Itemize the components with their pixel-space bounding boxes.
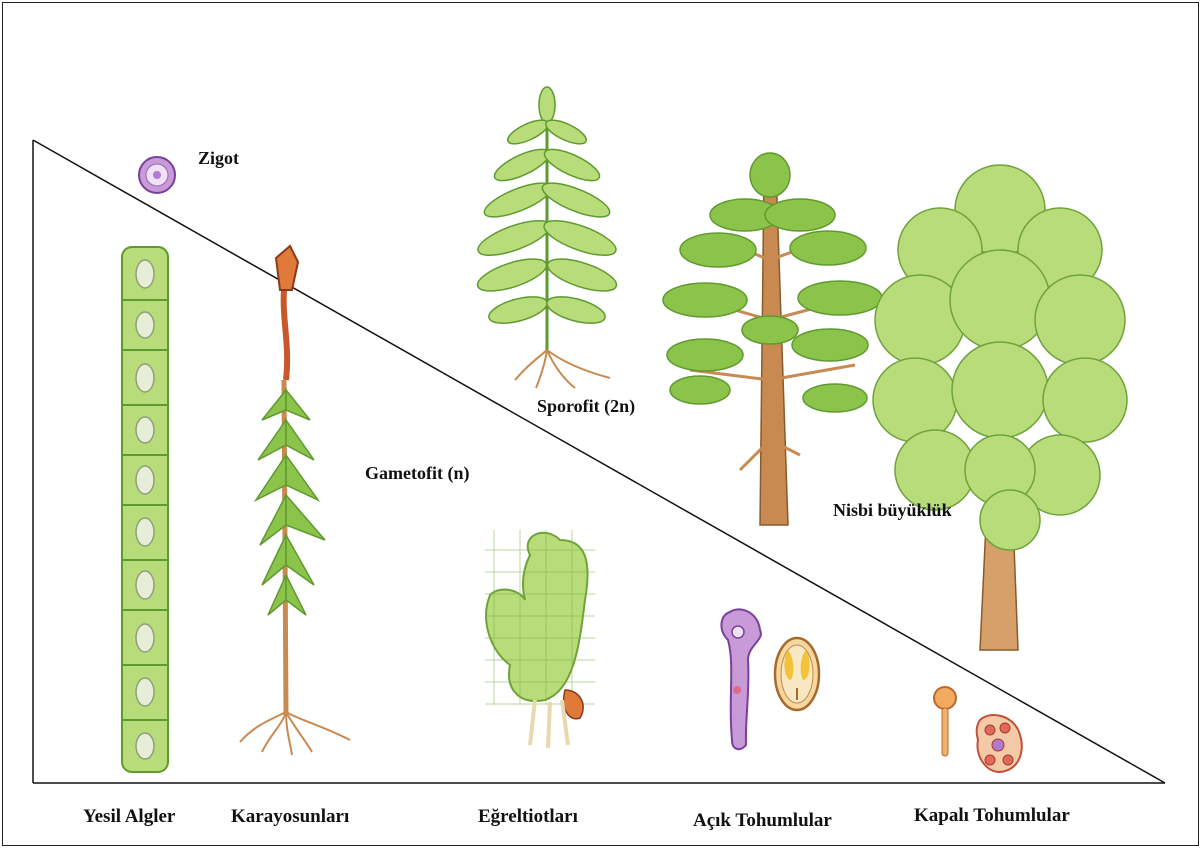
gametophyte-label: Gametofit (n) (365, 463, 469, 484)
sporophyte-label: Sporofit (2n) (537, 396, 635, 417)
green-algae-illustration (122, 247, 168, 772)
fern-gametophyte-illustration (485, 530, 595, 748)
gymnosperm-gametophyte-illustration (721, 609, 819, 749)
taxon-label-green-algae: Yesil Algler (83, 806, 175, 828)
zygote-label: Zigot (198, 148, 239, 169)
zygote-illustration (139, 157, 175, 193)
broadleaf-tree-illustration (873, 165, 1127, 650)
pine-tree-illustration (663, 153, 882, 525)
angiosperm-gametophyte-illustration (934, 687, 1022, 772)
taxon-label-mosses: Karayosunları (231, 806, 349, 828)
taxon-label-ferns: Eğreltiotları (478, 806, 578, 828)
taxon-label-angiosperms: Kapalı Tohumlular (914, 805, 1070, 827)
moss-illustration (240, 246, 350, 755)
relative-size-label: Nisbi büyüklük (833, 500, 952, 521)
fern-sporophyte-illustration (474, 87, 620, 388)
taxon-label-gymnosperms: Açık Tohumlular (693, 810, 832, 832)
